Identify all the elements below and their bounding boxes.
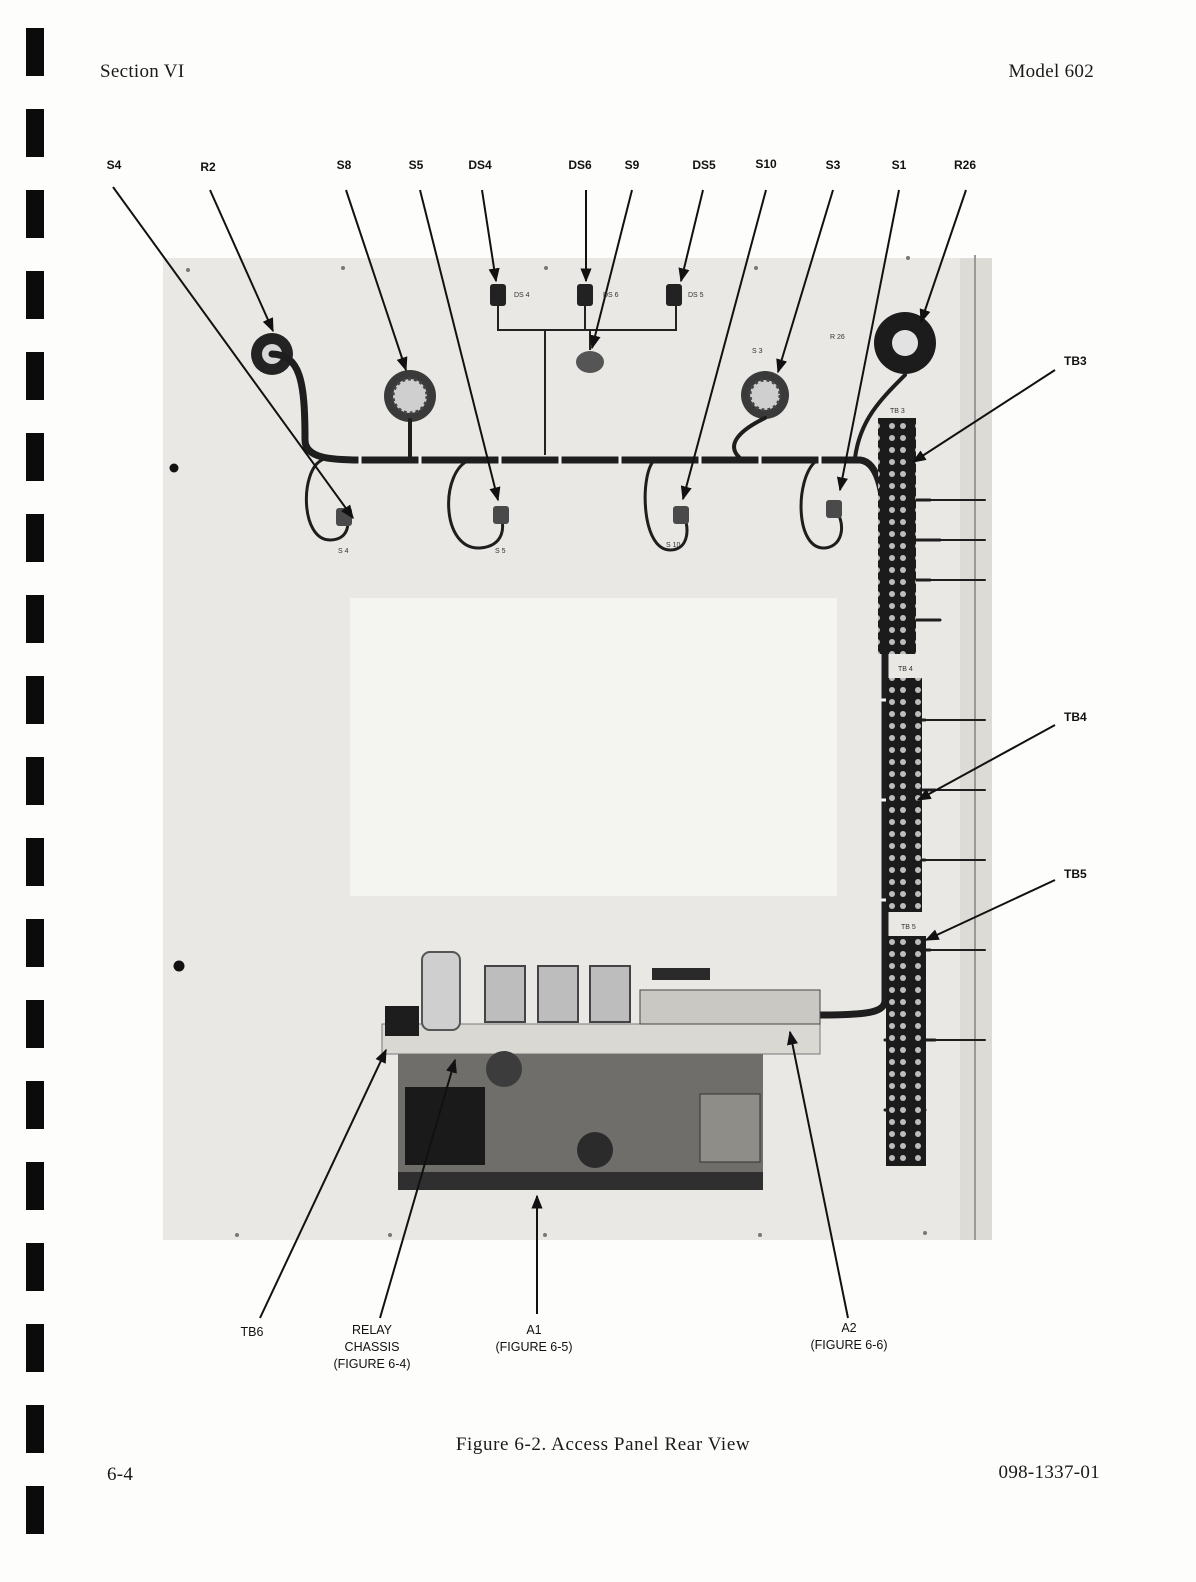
callout-tb6: TB6 xyxy=(240,1325,264,1339)
tb3-board xyxy=(878,418,916,654)
callout-r26: R26 xyxy=(953,158,977,172)
silk-tb3: TB 3 xyxy=(890,408,905,415)
callout-ds6: DS6 xyxy=(568,158,592,172)
a1-line-1: A1 xyxy=(526,1323,542,1337)
silk-r26: R 26 xyxy=(830,334,845,341)
callout-ds4: DS4 xyxy=(468,158,492,172)
silk-s10: S 10 xyxy=(666,542,681,549)
silk-ds4: DS 4 xyxy=(514,292,530,299)
page-number: 6-4 xyxy=(107,1464,134,1485)
callout-a2: A2 (FIGURE 6-6) xyxy=(810,1320,887,1354)
relay-line-1: RELAY xyxy=(351,1323,393,1337)
relay-line-3: (FIGURE 6-4) xyxy=(333,1357,411,1371)
silk-ds5: DS 5 xyxy=(688,292,704,299)
callout-s3: S3 xyxy=(825,158,841,172)
silk-tb5: TB 5 xyxy=(901,924,916,931)
silk-s4: S 4 xyxy=(338,548,349,555)
a1-line-2: (FIGURE 6-5) xyxy=(495,1340,573,1354)
silk-s5: S 5 xyxy=(495,548,506,555)
a2-line-2: (FIGURE 6-6) xyxy=(810,1338,888,1352)
model-label: Model 602 xyxy=(1008,61,1094,82)
callout-s5: S5 xyxy=(408,158,424,172)
tb4-board xyxy=(886,678,922,912)
binder-punch-strip xyxy=(26,28,44,1534)
relay-line-2: CHASSIS xyxy=(344,1340,400,1354)
tb5-board xyxy=(886,936,926,1166)
callout-a1: A1 (FIGURE 6-5) xyxy=(495,1322,572,1356)
silk-tb4: TB 4 xyxy=(898,666,913,673)
silk-ds6: DS 6 xyxy=(603,292,619,299)
figure-caption: Figure 6-2. Access Panel Rear View xyxy=(455,1434,751,1455)
callout-s1: S1 xyxy=(891,158,907,172)
callout-s8: S8 xyxy=(336,158,352,172)
callout-tb3: TB3 xyxy=(1064,354,1087,368)
callout-r2: R2 xyxy=(200,160,216,174)
callout-tb5: TB5 xyxy=(1064,867,1087,881)
callout-tb4: TB4 xyxy=(1064,710,1087,724)
a2-line-1: A2 xyxy=(841,1321,857,1335)
callout-s10: S10 xyxy=(755,157,777,171)
blank-panel-area xyxy=(350,598,837,896)
section-label: Section VI xyxy=(100,61,185,82)
silk-s3: S 3 xyxy=(752,348,763,355)
callout-s4: S4 xyxy=(106,158,122,172)
callout-s9: S9 xyxy=(624,158,640,172)
callout-relay-chassis: RELAY CHASSIS (FIGURE 6-4) xyxy=(333,1322,410,1373)
document-number: 098-1337-01 xyxy=(998,1462,1100,1483)
callout-ds5: DS5 xyxy=(692,158,716,172)
